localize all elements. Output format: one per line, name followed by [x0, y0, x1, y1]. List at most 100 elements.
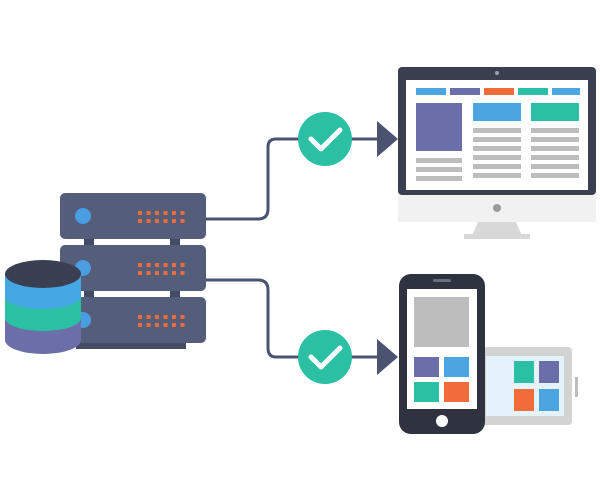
tablet-tile: [514, 361, 534, 383]
vent-dot: [155, 211, 159, 215]
server-unit-2: [60, 245, 206, 291]
server-unit-3: [60, 297, 206, 343]
check-icon: [308, 345, 343, 370]
screen-text-line: [473, 128, 521, 133]
check-badge-circle: [298, 330, 352, 384]
vent-dot: [172, 315, 176, 319]
vent-dot: [180, 263, 185, 267]
desktop-monitor-icon: [398, 67, 596, 239]
vent-dot: [146, 263, 151, 267]
screen-text-line: [416, 158, 462, 163]
vent-dot: [180, 271, 185, 275]
check-badge-circle: [298, 112, 352, 166]
vent-dot: [155, 323, 159, 327]
vent-dot: [138, 271, 142, 275]
vent-dot: [172, 211, 176, 215]
screen-text-line: [531, 173, 579, 178]
rack-base: [76, 343, 186, 349]
vent-dot: [155, 219, 159, 223]
screen-text-line: [416, 176, 462, 181]
arrow-to-desktop-icon: [377, 121, 398, 157]
server-unit-body: [60, 297, 206, 343]
arrow-icon: [377, 121, 398, 375]
screen-text-line: [531, 164, 579, 169]
vent-dot: [172, 271, 176, 275]
vent-dot: [163, 323, 168, 327]
vent-dot: [163, 211, 168, 215]
camera-dot-icon: [495, 71, 499, 75]
screen-nav-block: [416, 88, 446, 95]
vent-dot: [163, 271, 168, 275]
server-unit-body: [60, 193, 206, 239]
vent-dot: [146, 271, 151, 275]
screen-text-line: [531, 128, 579, 133]
server-vents-icon: [138, 315, 185, 327]
connector-line-to-desktop: [206, 137, 380, 221]
vent-dot: [172, 263, 176, 267]
rack-post: [84, 238, 94, 248]
screen-image-block: [416, 103, 462, 151]
tablet-button: [575, 377, 578, 397]
rack-post: [84, 288, 94, 298]
vent-dot: [163, 263, 168, 267]
vent-dot: [146, 219, 151, 223]
vent-dot: [138, 315, 142, 319]
vent-dot: [155, 315, 159, 319]
screen-text-lines: [416, 128, 579, 181]
phone-tile: [444, 357, 469, 377]
screen-text-line: [531, 137, 579, 142]
tablet-tile: [514, 389, 534, 411]
smartphone-icon: [399, 274, 485, 434]
monitor-stand: [472, 222, 522, 236]
server-unit-body: [60, 245, 206, 291]
screen-text-line: [416, 167, 462, 172]
rack-post: [170, 288, 180, 298]
screen-text-line: [473, 137, 521, 142]
phone-tile: [414, 357, 439, 377]
screen-nav-block: [450, 88, 480, 95]
screen-nav-block: [484, 88, 514, 95]
vent-dot: [180, 323, 185, 327]
arrow-to-mobile-icon: [377, 339, 398, 375]
vent-dot: [138, 219, 142, 223]
screen-card-header: [531, 103, 579, 121]
screen-text-line: [531, 155, 579, 160]
vent-dot: [180, 219, 185, 223]
phone-speaker-icon: [433, 279, 451, 282]
vent-dot: [180, 315, 185, 319]
connector-line-to-mobile: [206, 278, 380, 359]
vent-dot: [155, 271, 159, 275]
vent-dot: [163, 315, 168, 319]
server-unit-1: [60, 193, 206, 239]
phone-image-block: [414, 297, 469, 347]
vent-dot: [146, 323, 151, 327]
phone-tile: [444, 382, 469, 402]
database-top: [5, 260, 81, 288]
check-badge-top: [298, 112, 352, 166]
phone-tile: [414, 382, 439, 402]
screen-text-line: [473, 146, 521, 151]
rack-post: [170, 238, 180, 248]
server-vents-icon: [138, 263, 185, 275]
screen-text-line: [473, 164, 521, 169]
server-led-icon: [75, 208, 91, 224]
screen-nav-block: [552, 88, 580, 95]
tablet-icon: [464, 347, 578, 425]
tablet-tile: [539, 389, 559, 411]
vent-dot: [172, 323, 176, 327]
phone-home-button-icon: [436, 415, 448, 427]
monitor-stand-base: [464, 234, 530, 239]
screen-nav-block: [518, 88, 548, 95]
server-vents-icon: [138, 211, 185, 223]
monitor-power-button-icon: [493, 204, 501, 212]
vent-dot: [180, 211, 185, 215]
database-icon: [5, 260, 81, 354]
check-icon: [308, 127, 343, 152]
vent-dot: [138, 263, 142, 267]
vent-dot: [146, 315, 151, 319]
connector-lines: [206, 137, 380, 359]
screen-text-line: [473, 155, 521, 160]
screen-card-header: [473, 103, 521, 121]
